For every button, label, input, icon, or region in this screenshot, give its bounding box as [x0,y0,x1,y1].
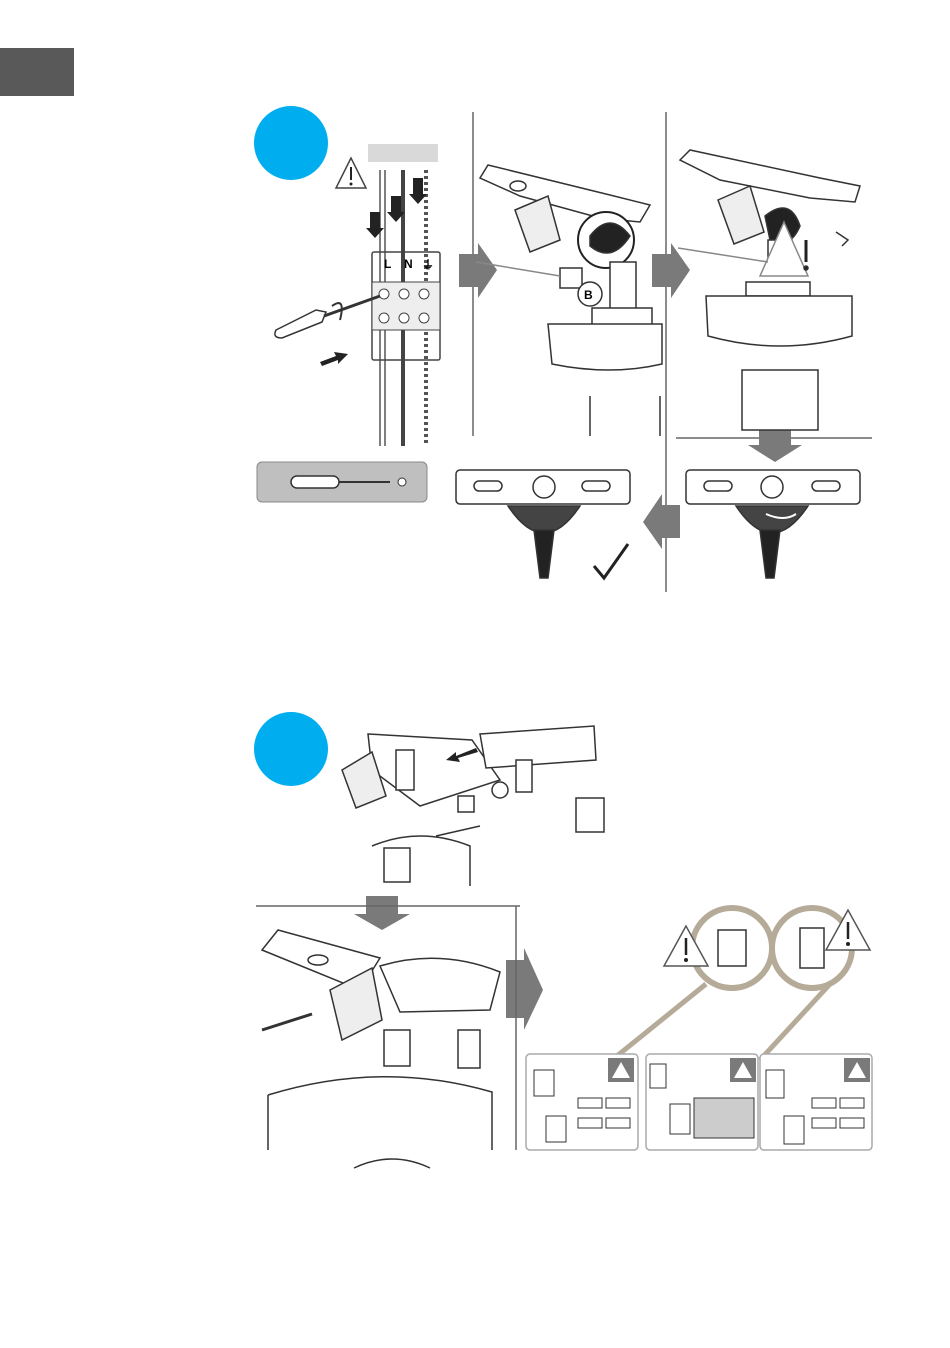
connector-detail-views [612,908,852,1060]
terminal-block-diagram [275,144,440,446]
terminal-label-l: L [384,257,391,271]
earth-symbol: ⏚ [422,258,434,272]
canopy-installed-diagram [456,470,630,578]
callout-label-b: B [584,288,593,302]
arrow-icon [320,352,348,366]
canopy-rotate-diagram [686,470,860,578]
bracket-connection-diagram [476,165,662,436]
screwdriver-icon [275,296,380,338]
checkmark-text: ✓ [591,561,592,562]
step-2-badge [254,712,328,786]
checkmark-icon [594,544,628,578]
bracket-assembly-bottom [262,930,500,1168]
bracket-warning-diagram [678,150,860,430]
terminal-label-n: N [404,257,413,271]
warning-triangle-icon [336,158,366,188]
